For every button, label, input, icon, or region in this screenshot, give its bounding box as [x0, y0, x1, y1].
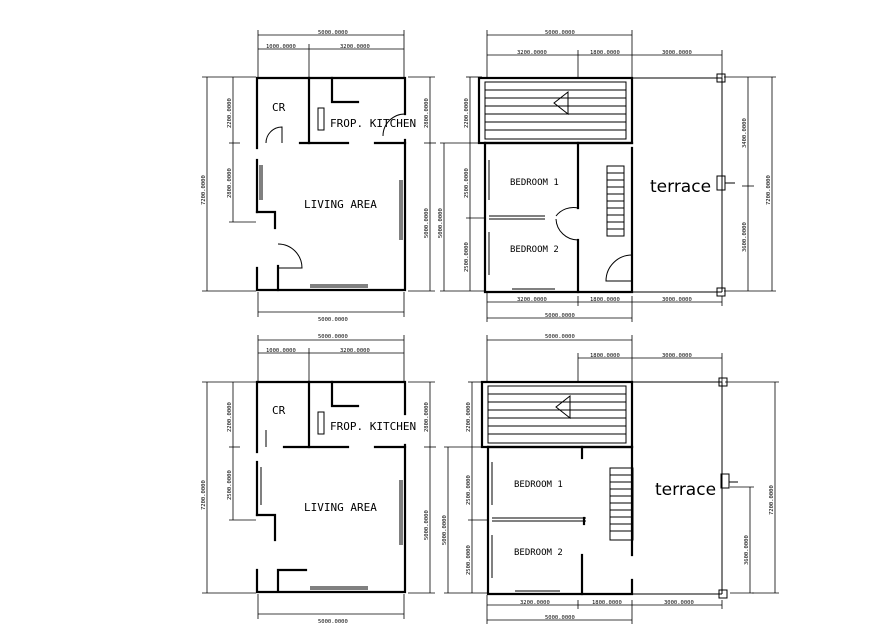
dim-left-b: 2500.0000 — [464, 168, 470, 198]
room-label-living: LIVING AREA — [304, 501, 377, 514]
room-label-cr: CR — [272, 404, 286, 417]
dim-right-a: 2800.0000 — [424, 402, 430, 432]
dim-right-b: 5000.0000 — [424, 208, 430, 238]
second-floor-plan-bottom: BEDROOM 1 BEDROOM 2 terrace 5000.0000 18… — [442, 334, 779, 624]
dim-left-a: 2200.0000 — [227, 402, 233, 432]
dim-bottom-total: 5000.0000 — [545, 615, 575, 621]
room-label-bedroom-2: BEDROOM 2 — [514, 548, 563, 558]
dim-left-total: 7200.0000 — [201, 175, 207, 205]
dim-bottom-b: 1800.0000 — [590, 297, 620, 303]
dim-right-b: 3600.0000 — [744, 535, 750, 565]
dim-left-total: 7200.0000 — [201, 480, 207, 510]
ground-floor-plan-bottom: CR FROP. KITCHEN LIVING AREA 5000.0000 1… — [201, 334, 436, 625]
dim-left-b: 2800.0000 — [227, 168, 233, 198]
arrow-icon — [555, 394, 571, 420]
dim-bottom-a: 3200.0000 — [520, 600, 550, 606]
dim-left-a: 2200.0000 — [227, 98, 233, 128]
dim-top-total: 5000.0000 — [318, 334, 348, 340]
room-label-terrace: terrace — [650, 177, 711, 197]
dim-top-right: 3200.0000 — [340, 44, 370, 50]
dim-top-total: 5000.0000 — [545, 30, 575, 36]
room-label-living: LIVING AREA — [304, 198, 377, 211]
room-label-cr: CR — [272, 101, 286, 114]
second-floor-plan-top: BEDROOM 1 BEDROOM 2 terrace 5000.0000 32… — [438, 30, 776, 322]
room-label-terrace: terrace — [655, 480, 716, 500]
room-label-kitchen: FROP. KITCHEN — [330, 420, 416, 433]
dim-top-a: 3200.0000 — [517, 50, 547, 56]
arrow-icon — [553, 90, 569, 116]
dim-bottom-c: 3000.0000 — [662, 297, 692, 303]
dim-right-b: 3600.0000 — [742, 222, 748, 252]
dim-left-c: 2500.0000 — [466, 545, 472, 575]
dim-left-a: 2200.0000 — [464, 98, 470, 128]
dim-bottom-b: 1800.0000 — [592, 600, 622, 606]
dim-right-a: 3400.0000 — [742, 118, 748, 148]
room-label-bedroom-2: BEDROOM 2 — [510, 245, 559, 255]
dim-top-b: 1800.0000 — [590, 353, 620, 359]
dim-right-total: 7200.0000 — [769, 485, 775, 515]
dim-right-b: 5000.0000 — [424, 510, 430, 540]
stair-treads — [610, 474, 633, 532]
dim-top-right: 3200.0000 — [340, 348, 370, 354]
dim-bottom-total: 5000.0000 — [318, 619, 348, 625]
dim-bottom-total: 5000.0000 — [318, 317, 348, 323]
dim-right-total: 7200.0000 — [766, 175, 772, 205]
dim-right-a: 2800.0000 — [424, 98, 430, 128]
dim-top-c: 3000.0000 — [662, 353, 692, 359]
dim-left-b: 2500.0000 — [466, 475, 472, 505]
room-label-bedroom-1: BEDROOM 1 — [510, 178, 559, 188]
ground-floor-plan-top: CR FROP. KITCHEN LIVING AREA 5000.0000 1… — [201, 30, 436, 323]
dim-bottom-c: 3000.0000 — [664, 600, 694, 606]
dim-top-total: 5000.0000 — [545, 334, 575, 340]
roof-slats — [485, 89, 626, 131]
stair-treads — [607, 172, 624, 230]
room-label-bedroom-1: BEDROOM 1 — [514, 480, 563, 490]
dim-left-total: 5000.0000 — [438, 208, 444, 238]
dim-left-b: 2500.0000 — [227, 470, 233, 500]
room-label-kitchen: FROP. KITCHEN — [330, 117, 416, 130]
dim-top-left: 1000.0000 — [266, 348, 296, 354]
dim-left-total: 5000.0000 — [442, 515, 448, 545]
dim-bottom-total: 5000.0000 — [545, 313, 575, 319]
roof-slats — [488, 393, 626, 435]
dim-bottom-a: 3200.0000 — [517, 297, 547, 303]
dim-left-a: 2200.0000 — [466, 402, 472, 432]
dim-left-c: 2500.0000 — [464, 242, 470, 272]
dim-top-total: 5000.0000 — [318, 30, 348, 36]
dim-top-c: 3000.0000 — [662, 50, 692, 56]
dim-top-b: 1800.0000 — [590, 50, 620, 56]
dim-top-left: 1000.0000 — [266, 44, 296, 50]
